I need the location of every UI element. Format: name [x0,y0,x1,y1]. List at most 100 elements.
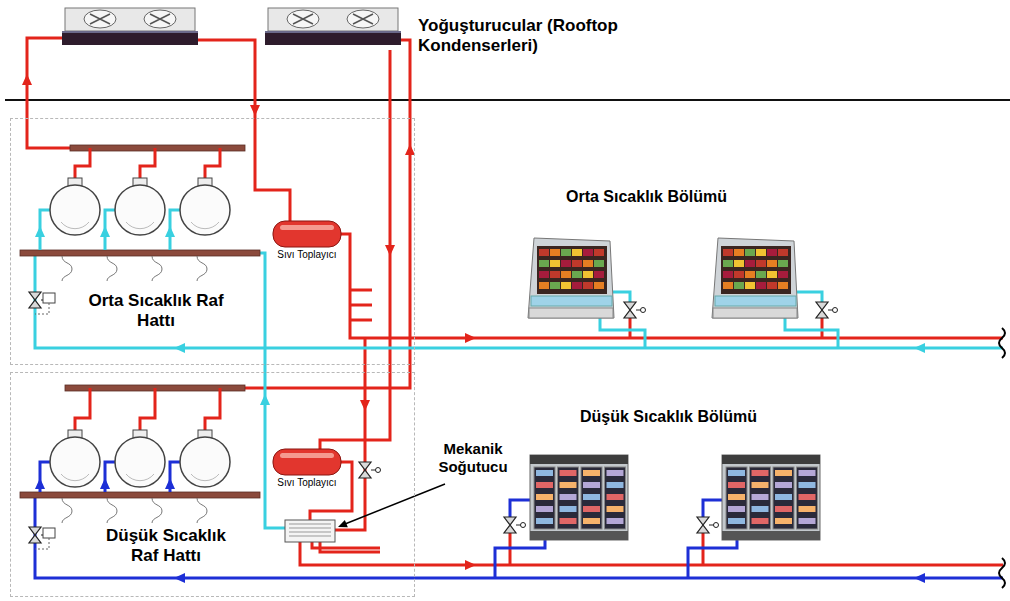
pipe [785,318,838,348]
compressor [180,185,230,235]
display-case [712,238,798,318]
pipe [27,38,70,148]
oil-line [197,256,207,281]
expansion-valve [624,302,636,318]
condenser-unit [265,31,401,33]
pipe [350,290,372,320]
display-case [560,482,577,488]
display-case [726,467,747,529]
flow-arrow [100,478,110,489]
display-case [715,296,796,306]
expansion-valve [35,538,49,549]
condenser-unit [65,8,195,31]
condenser-unit [144,10,176,28]
pipe [495,540,545,578]
display-case [560,518,577,524]
display-case [583,260,593,267]
display-case [583,518,600,524]
display-case [539,282,549,289]
flow-arrow [914,573,925,583]
display-case [583,506,600,512]
tank-shape [280,453,334,458]
condenser-unit [62,8,198,45]
display-case [752,494,769,500]
compressor [191,222,219,229]
oil-line [152,256,162,281]
compressor [115,437,165,487]
flow-arrow [35,478,45,489]
compressor [105,388,165,492]
display-case [530,531,628,540]
flow-arrow [385,245,395,256]
expansion-valve [816,302,828,318]
receiver-tank: Sıvı Toplayıcı [272,448,342,491]
expansion-valve [697,517,719,533]
pipe [35,497,1003,578]
display-case [550,282,560,289]
display-case [560,470,577,476]
flow-arrow [100,226,110,237]
display-case [583,271,593,278]
subcooler-exchanger [289,524,331,525]
compressor [40,148,100,250]
rack-label: Orta Sıcaklık Raf Hattı [86,291,226,331]
display-case [778,249,788,256]
compressor [115,185,165,235]
display-case [583,482,600,488]
display-case [752,506,769,512]
display-case [536,470,553,476]
condenser-unit [265,8,401,45]
rack-label: Düşük Sıcaklık Raf Hattı [96,526,236,566]
display-case [734,271,744,278]
pipe [335,338,365,530]
pipe [821,318,824,338]
display-case [572,249,582,256]
display-case [775,518,792,524]
break-mark [999,558,1005,588]
pipe [75,148,90,179]
compressor [126,474,154,481]
flow-arrow [174,343,185,353]
display-case [529,308,613,318]
expansion-valve [714,523,719,528]
display-case [728,494,745,500]
pipe [140,388,155,431]
expansion-valve [359,462,371,478]
tank-shape [273,449,341,475]
display-case [528,238,614,318]
display-case [607,482,624,488]
display-case [583,249,593,256]
condenser-unit [347,10,379,28]
display-case [572,260,582,267]
condenser-unit [293,14,313,24]
callout-label: Mekanik Soğutucu [423,440,523,476]
display-case [713,308,797,318]
compressor [191,474,219,481]
tank-shape [273,221,341,247]
section-heading: Düşük Sıcaklık Bölümü [580,407,757,426]
display-case [594,282,604,289]
leader-line [337,484,445,531]
tank-shape [272,220,342,248]
expansion-valve [359,462,381,478]
compressor [50,437,100,487]
tank-shape [272,448,342,476]
display-case [745,249,755,256]
manifold-header [20,492,260,498]
display-case [722,455,820,540]
display-case [534,467,555,529]
subcooler-exchanger [285,520,335,542]
pipe [35,255,1003,348]
expansion-valve [376,468,381,473]
display-case [778,271,788,278]
display-case [756,271,766,278]
display-case [721,246,791,294]
manifold-header [20,250,260,256]
expansion-valve [504,517,516,533]
pipe [600,318,645,348]
pipe [510,500,530,517]
receiver-tank: Sıvı Toplayıcı [272,220,342,263]
display-case [734,249,744,256]
condenser-unit [90,14,110,24]
expansion-valve [43,528,55,538]
